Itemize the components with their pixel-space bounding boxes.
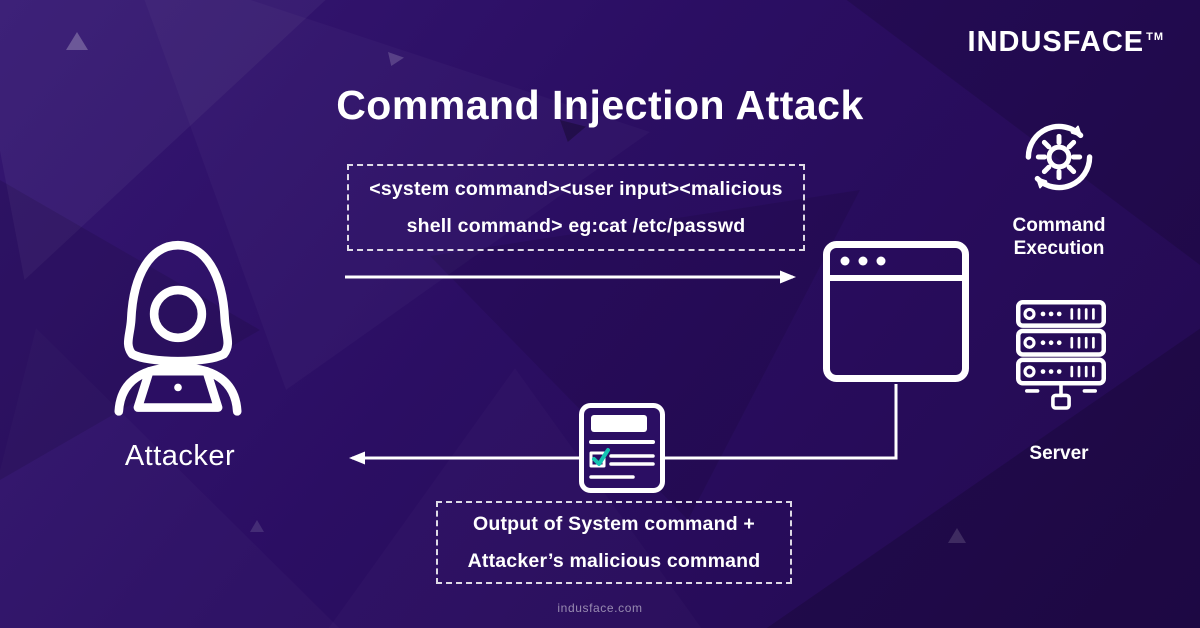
server-label: Server [1029,443,1089,464]
target-application-node [822,240,970,383]
server-unit-detail [1023,336,1095,349]
attacker-label: Attacker [124,440,236,472]
server-unit-detail [1023,365,1095,378]
command-execution-label-line-2: Execution [1013,238,1105,259]
footer-url: indusface.com [557,601,643,615]
request-payload-line-2: shell command> eg:cat /etc/passwd [406,214,746,237]
request-payload-box: <system command><user input><malicious s… [347,164,805,251]
browser-window-icon [823,241,969,382]
attacker-node [92,228,264,433]
request-payload-line-1: <system command><user input><malicious [369,177,783,200]
bg-small-triangle [250,520,264,532]
document-output-icon [579,403,665,493]
response-output-box: Output of System command + Attacker’s ma… [436,501,792,584]
page-title: Command Injection Attack [336,82,864,128]
server-unit-detail [1023,307,1095,321]
server-node [1016,300,1106,417]
response-output-line-1: Output of System command + [472,512,756,535]
command-execution-label-line-1: Command [1012,215,1106,236]
response-output-line-2: Attacker’s malicious command [467,549,761,572]
brand-name: INDUSFACE [967,26,1145,58]
command-execution-label: Command Execution [979,214,1139,260]
command-execution-node [1014,112,1104,202]
trademark-symbol: TM [1146,31,1164,44]
gear-cycle-icon [1025,123,1093,191]
output-document-node [578,402,666,494]
server-rack-icon [1016,300,1106,410]
hooded-hacker-laptop-icon [114,240,242,416]
